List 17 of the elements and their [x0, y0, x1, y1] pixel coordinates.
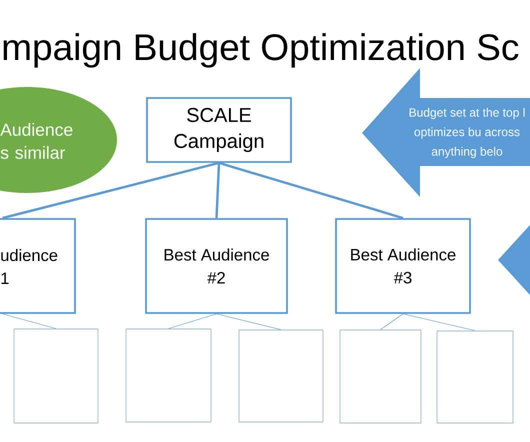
empty-box — [14, 328, 98, 424]
empty-box — [126, 328, 212, 422]
title: mpaign Budget Optimization Sc — [4, 33, 518, 68]
connector-line — [2, 162, 220, 220]
connector-line — [215, 162, 220, 218]
empty-box — [238, 330, 324, 422]
connector-line — [216, 314, 282, 330]
campaign-box: SCALE Campaign — [146, 97, 292, 163]
audience-box: Best Audience #3 — [335, 218, 471, 314]
connector-line — [402, 314, 476, 331]
audience-box: udience 1 — [0, 218, 76, 314]
arrow-shape — [498, 225, 530, 295]
empty-box — [340, 330, 422, 424]
audience-box: Best Audience #2 — [145, 218, 288, 314]
empty-box — [436, 330, 514, 424]
connector-line — [218, 162, 404, 220]
connector-line — [380, 314, 404, 330]
